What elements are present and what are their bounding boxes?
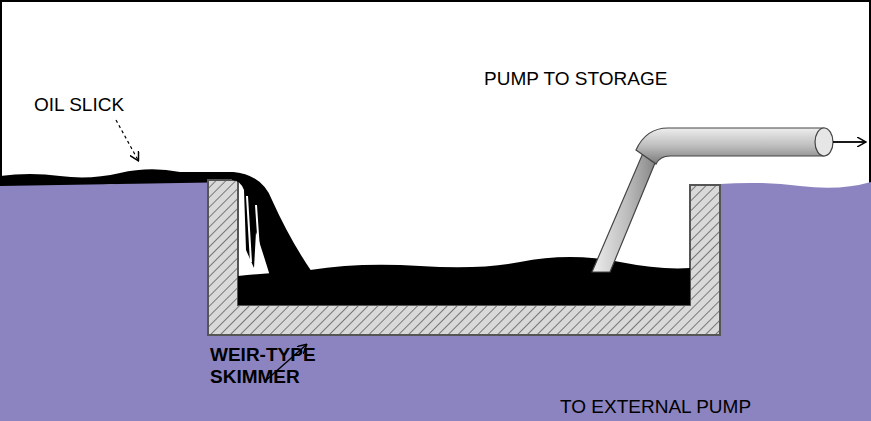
oil-slick	[0, 169, 240, 186]
water	[0, 176, 208, 421]
flow-label: TO EXTERNAL PUMP	[560, 396, 751, 418]
leader-line	[116, 120, 138, 160]
oil-cascade	[232, 172, 312, 276]
part-label: WEIR-TYPE SKIMMER	[210, 344, 328, 388]
water	[720, 182, 871, 421]
part-label: OIL SLICK	[34, 94, 124, 116]
suction-pipe	[592, 146, 662, 272]
part-label: PUMP TO STORAGE	[484, 68, 667, 90]
